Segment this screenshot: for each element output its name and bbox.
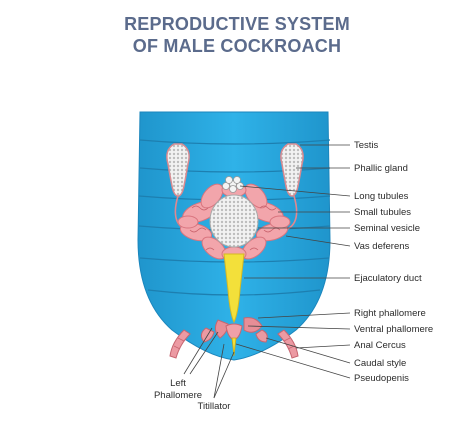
right-phallomere-part xyxy=(243,317,263,333)
titillator-part xyxy=(231,337,237,357)
label-testis: Testis xyxy=(354,140,379,151)
diagram-title-line2: OF MALE COCKROACH xyxy=(132,36,342,56)
label-ejaculatory-duct: Ejaculatory duct xyxy=(354,273,422,284)
cerci-segments xyxy=(173,337,295,350)
label-phallic-gland: Phallic gland xyxy=(354,163,408,174)
phallomeres xyxy=(200,317,268,343)
leader-lines xyxy=(183,144,351,399)
small-tubules-cluster xyxy=(209,194,259,248)
label-ventral-phallomere: Ventral phallomere xyxy=(354,324,433,335)
ventral-phallomere-part xyxy=(225,323,243,341)
label-anal-cercus: Anal Cercus xyxy=(354,340,406,351)
ejaculatory-duct xyxy=(223,253,245,324)
label-right-phallomere: Right phallomere xyxy=(354,308,426,319)
right-testis xyxy=(280,143,304,197)
label-left-phallomere-line1: Left xyxy=(170,378,186,389)
labels-bottom: Left Phallomere Titillator xyxy=(154,378,230,412)
anal-cerci xyxy=(169,329,299,359)
label-titillator: Titillator xyxy=(198,401,231,412)
label-pseudopenis: Pseudopenis xyxy=(354,373,409,384)
caudal-style-right xyxy=(255,329,268,343)
labels-right: Testis Phallic gland Long tubules Small … xyxy=(354,140,433,384)
label-vas-deferens: Vas deferens xyxy=(354,241,410,252)
label-long-tubules: Long tubules xyxy=(354,191,409,202)
label-caudal-style: Caudal style xyxy=(354,358,406,369)
label-seminal-vesicle: Seminal vesicle xyxy=(354,223,420,234)
label-small-tubules: Small tubules xyxy=(354,207,411,218)
diagram-title-line1: REPRODUCTIVE SYSTEM xyxy=(124,14,350,34)
left-testis xyxy=(166,143,190,197)
label-left-phallomere-line2: Phallomere xyxy=(154,390,202,401)
